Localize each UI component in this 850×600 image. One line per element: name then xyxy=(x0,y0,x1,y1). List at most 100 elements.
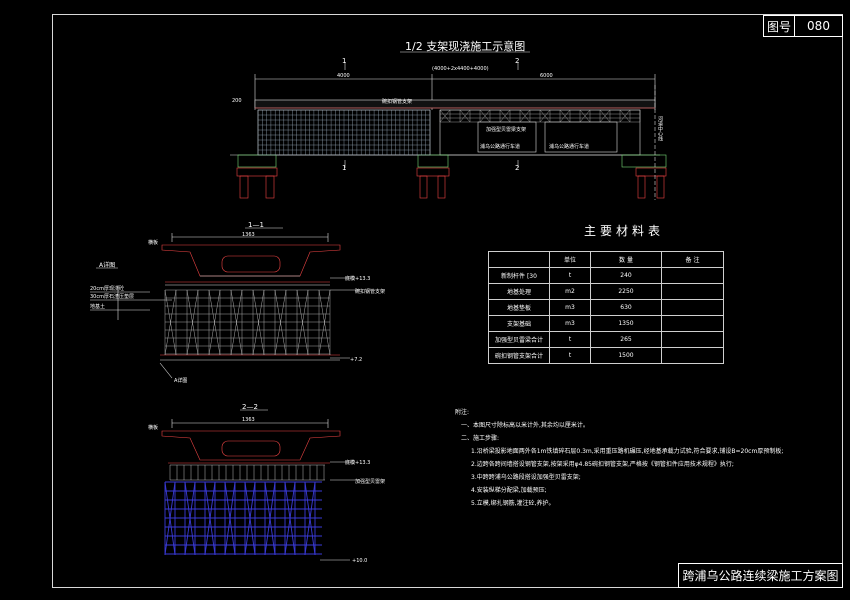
grid-line xyxy=(164,289,177,356)
grid-line xyxy=(519,109,531,123)
section2-level-bottom: +10.0 xyxy=(352,558,367,564)
materials-title: 主要材料表 xyxy=(584,224,665,238)
figure-number-label: 图号 xyxy=(764,16,795,36)
grid-line xyxy=(579,109,591,123)
materials-cell xyxy=(661,315,724,332)
grid-line xyxy=(208,289,221,356)
notes-block: 附注: 一、本图尺寸除标高以米计外,其余均以厘米计。二、施工步骤: 1.沿桥梁投影地… xyxy=(455,406,783,510)
section2-title: 2—2 xyxy=(242,403,258,411)
note-line: 二、施工步骤: xyxy=(461,435,500,442)
materials-cell: t xyxy=(549,267,591,284)
grid-line xyxy=(439,109,451,123)
note-line: 1.沿桥梁投影地面两外各1m铁填碎石层0.3m,采用重压路机碾压,经地基承载力试… xyxy=(471,448,784,455)
materials-cell xyxy=(661,267,724,284)
grid-line xyxy=(184,481,196,556)
drawing-frame xyxy=(52,14,843,588)
label-wankou: 碗扣钢管支架 xyxy=(382,98,412,105)
note-line: 一、本图尺寸除标高以米计外,其余均以厘米计。 xyxy=(461,422,589,429)
materials-cell: m3 xyxy=(549,315,591,332)
section1-title: 1—1 xyxy=(248,221,264,229)
materials-cell: 碗扣钢管支架合计 xyxy=(488,347,550,364)
grid-line xyxy=(318,289,331,356)
materials-cell xyxy=(661,331,724,348)
materials-cell: m3 xyxy=(549,299,591,316)
section1-template: 横板 xyxy=(148,239,158,246)
materials-cell: 1350 xyxy=(590,315,662,332)
dim-left: 4000 xyxy=(337,73,350,79)
materials-cell: 加强型贝雷梁合计 xyxy=(488,331,550,348)
detail-a xyxy=(90,267,172,320)
detail-layer-3: 地基土 xyxy=(90,303,105,310)
materials-cell: 新制杆件 [30 xyxy=(488,267,550,284)
materials-header-unit: 单位 xyxy=(549,251,591,268)
bailey-grid-right xyxy=(439,109,641,123)
section2-right-label: 加强型贝雷架 xyxy=(355,478,385,485)
grid-line xyxy=(559,109,571,123)
scaffold-grid-section1 xyxy=(164,289,331,356)
label-lane-1: 浦乌公路通行车道 xyxy=(480,143,520,150)
bailey-posts-section2 xyxy=(169,464,325,481)
detail-layer-1: 20cm厚现浇砼 xyxy=(90,285,124,292)
figure-number-value: 080 xyxy=(807,19,830,33)
grid-line xyxy=(599,109,611,123)
section-mark-2-bottom: 2 xyxy=(515,164,519,172)
materials-cell: 2250 xyxy=(590,283,662,300)
grid-line xyxy=(274,289,287,356)
section1-level-top: 底模+13.3 xyxy=(345,275,370,282)
section-2-view xyxy=(161,409,360,561)
grid-line xyxy=(296,289,309,356)
grid-line xyxy=(224,481,236,556)
grid-line xyxy=(304,481,316,556)
grid-line xyxy=(230,289,243,356)
note-line: 3.中跨跨浦乌公路段搭设加强型贝雷支架; xyxy=(471,474,581,481)
scaffold-grid-left xyxy=(257,109,431,156)
grid-line xyxy=(244,481,256,556)
section1-width: 1363 xyxy=(242,232,255,238)
section-1-view xyxy=(159,227,360,379)
grid-line xyxy=(539,109,551,123)
materials-cell: 265 xyxy=(590,331,662,348)
dim-middle: (4000+2x4400+4000) xyxy=(432,66,489,72)
label-river: 河道中心线 xyxy=(657,115,663,141)
materials-cell: 地基处理 xyxy=(488,283,550,300)
materials-header-row: 单位 数 量 备 注 xyxy=(488,251,724,268)
note-line: 附注: xyxy=(455,409,470,416)
materials-cell: t xyxy=(549,347,591,364)
materials-cell: 630 xyxy=(590,299,662,316)
detail-ref: A详图 xyxy=(174,377,187,384)
dim-side: 200 xyxy=(232,98,242,104)
section-mark-1-bottom: 1 xyxy=(342,164,346,172)
section-mark-1-top: 1 xyxy=(342,57,346,65)
materials-cell: 地基垫板 xyxy=(488,299,550,316)
materials-header-item xyxy=(488,251,550,268)
materials-cell xyxy=(661,283,724,300)
bailey-grid-section2 xyxy=(164,481,322,556)
grid-line xyxy=(252,289,265,356)
grid-line xyxy=(186,289,199,356)
materials-header-qty: 数 量 xyxy=(590,251,662,268)
grid-line xyxy=(204,481,216,556)
dim-right: 6000 xyxy=(540,73,553,79)
section1-level-bottom: +7.2 xyxy=(350,357,362,363)
note-line: 2.边跨各跨间墙搭设钢管支架,按架采用φ4.85碗扣钢管支架,严格按《钢管扣件应… xyxy=(471,461,734,468)
materials-cell: m2 xyxy=(549,283,591,300)
section2-level-top: 底模+13.3 xyxy=(345,459,370,466)
section-mark-2-top: 2 xyxy=(515,57,519,65)
grid-line xyxy=(619,109,631,123)
grid-line xyxy=(284,481,296,556)
drawing-title: 跨浦乌公路连续梁施工方案图 xyxy=(678,563,843,588)
materials-cell xyxy=(661,347,724,364)
materials-cell: 240 xyxy=(590,267,662,284)
detail-layer-2: 30cm厚石渣压垫层 xyxy=(90,293,134,300)
grid-line xyxy=(499,109,511,123)
grid-line xyxy=(164,481,176,556)
drawing-labels: 4000 (4000+2x4400+4000) 6000 200 1 1 2 2… xyxy=(90,57,663,564)
grid-line xyxy=(264,481,276,556)
section2-template: 横板 xyxy=(148,424,158,431)
